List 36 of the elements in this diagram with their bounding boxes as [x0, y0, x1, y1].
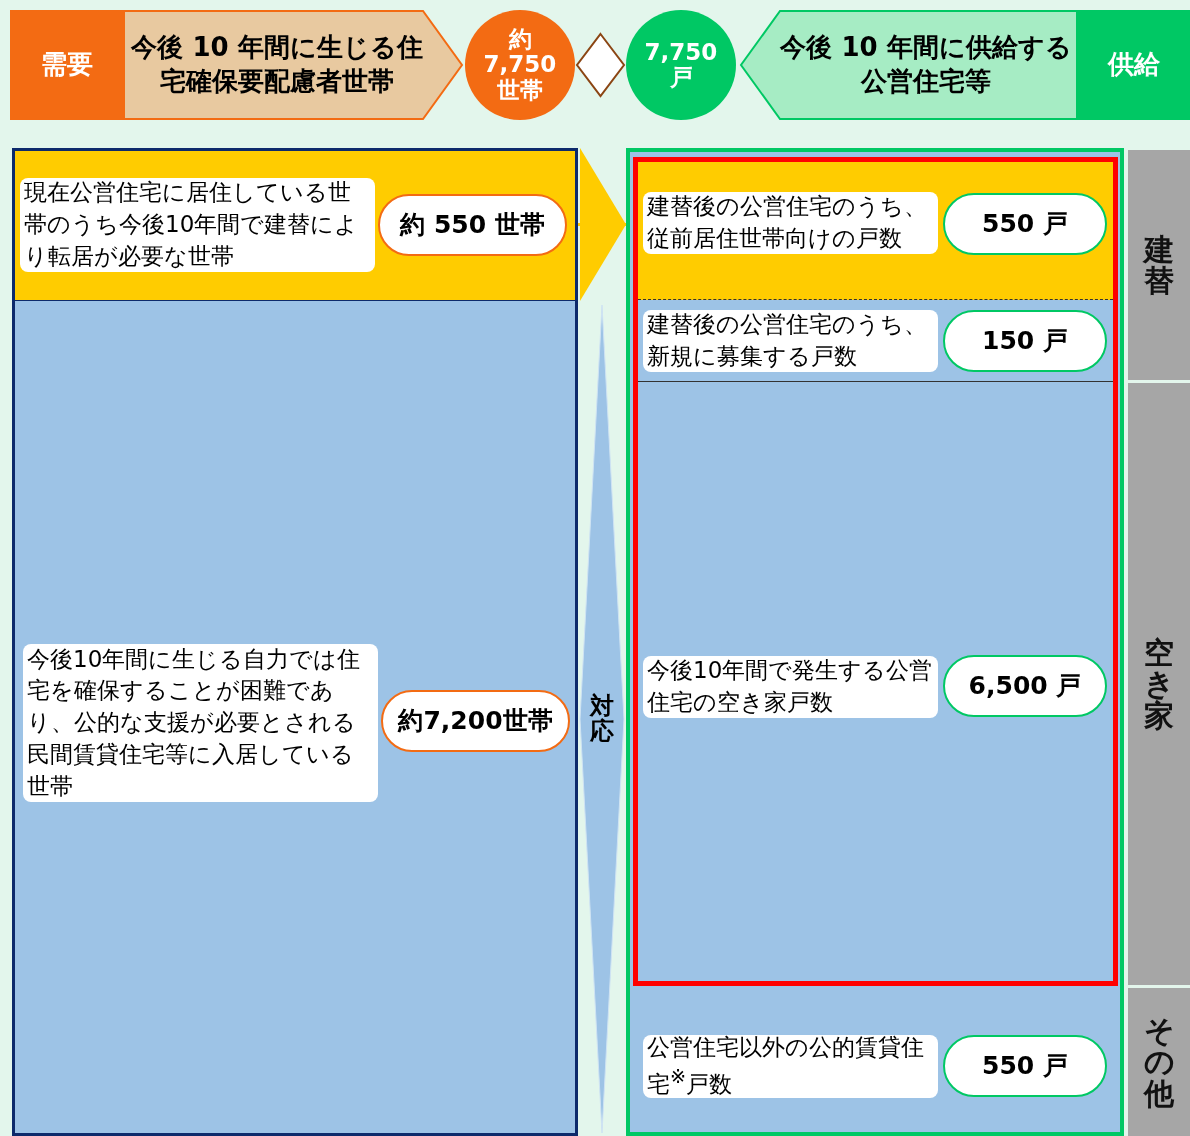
arrow-banner — [123, 10, 463, 120]
label: その他 — [1143, 1014, 1175, 1110]
description: 今後10年間に生じる自力では住宅を確保することが困難であり、公的な支援が必要とされる民間賃貸住宅等に入居している世帯 — [27, 644, 362, 801]
label: 今後 10 年間に生じる住宅確保要配慮者世帯 — [131, 31, 423, 98]
label: 550 戸 — [982, 1049, 1068, 1082]
description: 建替後の公営住宅のうち、新規に募集する戸数 — [647, 310, 928, 371]
category-tab — [1128, 383, 1190, 985]
category-tab — [1128, 988, 1190, 1136]
description: 現在公営住宅に居住している世帯のうち今後10年間で建替により転居が必要な世帯 — [24, 178, 360, 271]
description: 公営住宅以外の公的賃貸住宅$^{※}$戸数 — [647, 1033, 925, 1099]
demand-header — [10, 10, 123, 120]
label: 6,500 戸 — [968, 669, 1082, 702]
arrow — [578, 148, 626, 301]
description: 今後10年間で発生する公営住宅の空き家戸数 — [647, 656, 934, 717]
correspondence-diamond — [580, 305, 624, 1133]
count-pill — [378, 194, 567, 256]
frame — [633, 157, 1118, 986]
label: 7,750 戸 — [643, 39, 719, 91]
label: 需要 — [40, 48, 93, 82]
label: 550 戸 — [982, 207, 1068, 240]
label: 建替 — [1143, 233, 1175, 297]
label: 約 7,750 世帯 — [482, 27, 558, 103]
supply-header — [1078, 10, 1190, 120]
label: 供給 — [1108, 48, 1160, 82]
count-pill — [381, 690, 570, 752]
category-tab — [1128, 150, 1190, 380]
label: 150 戸 — [982, 324, 1068, 357]
arrow-banner — [740, 10, 1078, 120]
label: 今後 10 年間に供給する公営住宅等 — [780, 31, 1072, 98]
description: 建替後の公営住宅のうち、従前居住世帯向けの戸数 — [647, 192, 928, 253]
label: 約 550 世帯 — [400, 208, 545, 241]
label: 空き家 — [1143, 636, 1175, 732]
band — [638, 162, 1113, 300]
label: 約7,200世帯 — [398, 704, 553, 737]
label: 対応 — [589, 693, 615, 745]
band — [12, 148, 578, 301]
